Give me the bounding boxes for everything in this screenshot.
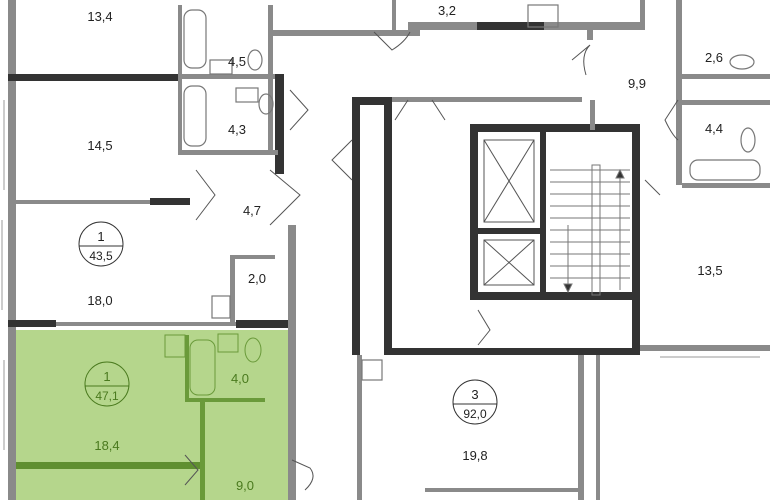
room-area: 13,5 xyxy=(697,263,722,278)
room-labels: 13,4 4,5 4,3 14,5 4,7 18,0 2,0 18,4 4,0 … xyxy=(87,3,723,493)
room-area: 9,9 xyxy=(628,76,646,91)
room-area: 19,8 xyxy=(462,448,487,463)
windows xyxy=(1,100,760,450)
elevator-shafts xyxy=(483,139,535,286)
room-area: 4,3 xyxy=(228,122,246,137)
room-area: 4,4 xyxy=(705,121,723,136)
apartment-area: 47,1 xyxy=(95,389,119,403)
bathroom-fixtures xyxy=(183,4,761,381)
apartment-rooms: 1 xyxy=(97,229,104,244)
room-area: 2,0 xyxy=(248,271,266,286)
apartment-area: 43,5 xyxy=(89,249,113,263)
room-area: 4,0 xyxy=(231,371,249,386)
room-area: 18,0 xyxy=(87,293,112,308)
apartment-area: 92,0 xyxy=(463,407,487,421)
room-area: 4,7 xyxy=(243,203,261,218)
room-area: 2,6 xyxy=(705,50,723,65)
apartment-rooms: 1 xyxy=(103,369,110,384)
room-area: 13,4 xyxy=(87,9,112,24)
apartment-highlight-47-1[interactable] xyxy=(14,330,294,500)
apartment-rooms: 3 xyxy=(471,387,478,402)
staircase xyxy=(550,164,630,296)
room-area: 18,4 xyxy=(94,438,119,453)
apartment-badge-47-1[interactable]: 1 47,1 xyxy=(84,361,130,407)
doors xyxy=(184,31,679,491)
walls xyxy=(8,0,770,500)
apartment-badge-43-5[interactable]: 1 43,5 xyxy=(78,221,124,267)
apartment-badge-92-0[interactable]: 3 92,0 xyxy=(452,379,498,425)
room-area: 3,2 xyxy=(438,3,456,18)
room-area: 4,5 xyxy=(228,54,246,69)
room-area: 14,5 xyxy=(87,138,112,153)
room-area: 9,0 xyxy=(236,478,254,493)
